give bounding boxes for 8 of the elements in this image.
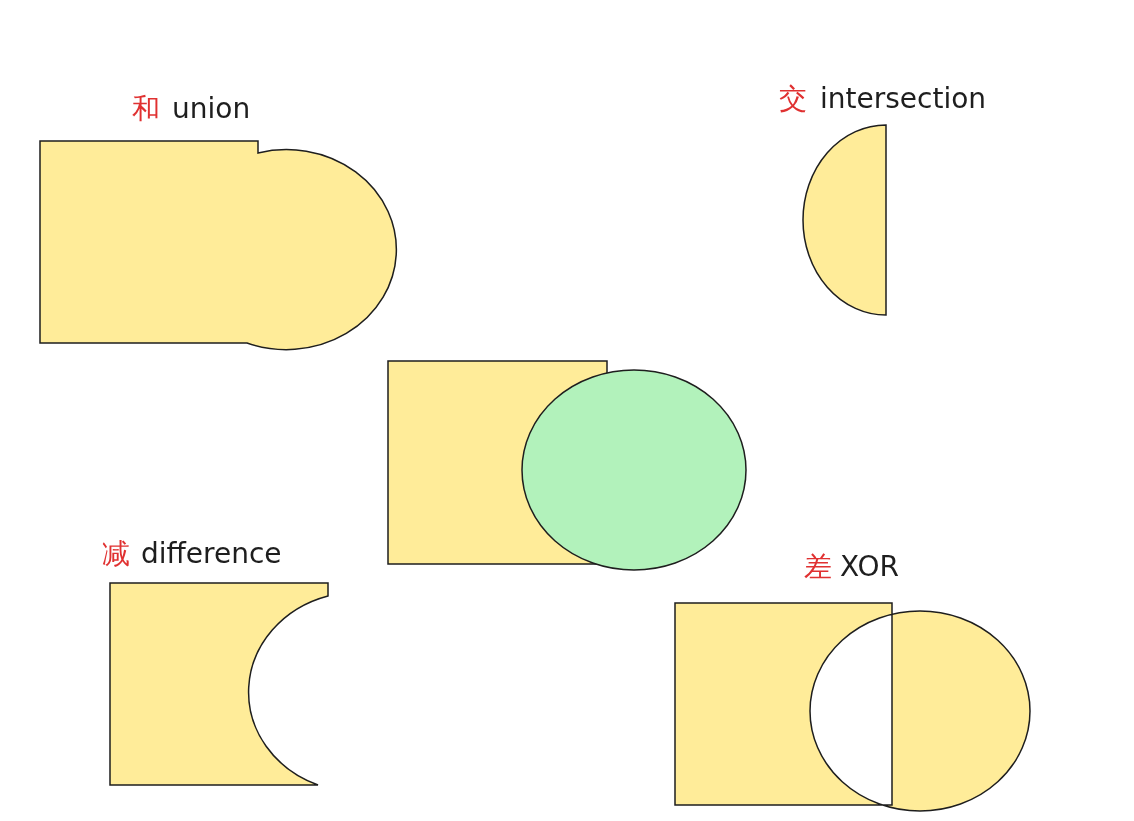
operation-label: difference <box>141 537 282 571</box>
chinese-character: 减 <box>102 537 130 571</box>
chinese-character: 差 <box>804 550 832 584</box>
operation-label: XOR <box>840 550 899 584</box>
chinese-character: 和 <box>132 92 160 126</box>
operation-label: intersection <box>820 82 987 116</box>
operation-label: union <box>172 92 251 126</box>
chinese-character: 交 <box>779 82 807 116</box>
